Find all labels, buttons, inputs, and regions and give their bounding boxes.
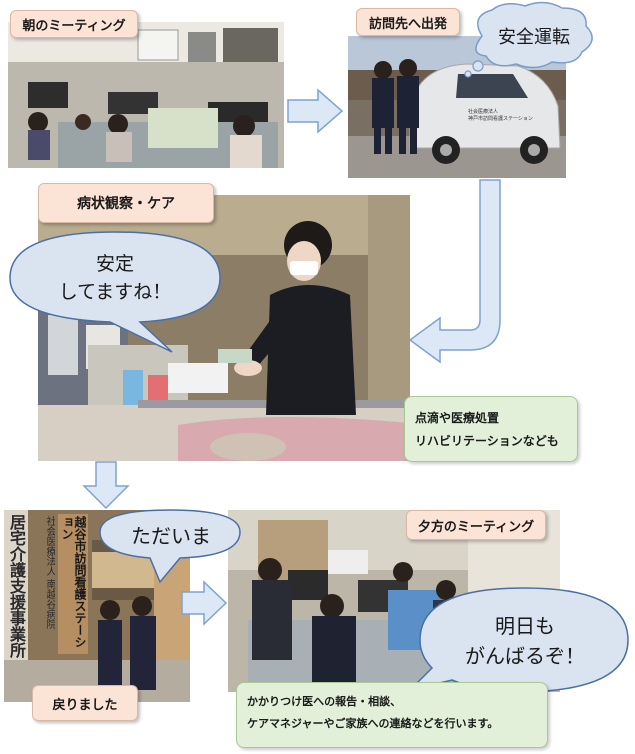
bubble-stable: 安定 してますね！ xyxy=(20,240,210,316)
evening-note-line2: ケアマネジャーやご家族への連絡などを行います。 xyxy=(247,717,499,730)
bubble-stable-line1: 安定 xyxy=(95,253,134,275)
bubble-home-text: ただいま xyxy=(131,523,211,548)
bubble-stable-line2: してますね！ xyxy=(58,281,172,303)
step-label-evening-meeting: 夕方のミーティング xyxy=(406,510,546,540)
car-door-text: 社会医療法人 神戸市訪問看護ステーション xyxy=(468,109,533,122)
arrow-right-1 xyxy=(287,88,344,134)
arrow-right-4 xyxy=(181,580,228,626)
sign-care-office-sub: 社会医療法人 南越谷病院 xyxy=(44,516,55,630)
sign-care-office: 居宅介護支援事業所 xyxy=(7,514,26,658)
bubble-tomorrow-line2: がんばるぞ！ xyxy=(465,644,585,668)
step-label-care: 病状観察・ケア xyxy=(38,183,214,223)
evening-note-line1: かかりつけ医への報告・相談、 xyxy=(247,695,402,708)
return-photo: 居宅介護支援事業所 社会医療法人 南越谷病院 越谷市訪問看護ステーション xyxy=(4,510,190,702)
evening-note: かかりつけ医への報告・相談、 ケアマネジャーやご家族への連絡などを行います。 xyxy=(236,682,548,748)
bubble-tomorrow: 明日も がんばるぞ！ xyxy=(440,600,610,682)
care-note: 点滴や医療処置 リハビリテーションなども xyxy=(404,396,578,462)
bubble-tomorrow-line1: 明日も xyxy=(495,614,555,638)
bubble-home-shape xyxy=(99,509,241,584)
morning-meeting-photo xyxy=(8,22,284,168)
step-label-morning-meeting: 朝のミーティング xyxy=(10,10,138,38)
bubble-safe-driving-shape xyxy=(475,1,593,69)
step-label-departure: 訪問先へ出発 xyxy=(356,8,460,36)
sign-nursing-station: 越谷市訪問看護ステーション xyxy=(60,516,86,648)
arrow-curve-2 xyxy=(408,179,501,364)
step-label-returned: 戻りました xyxy=(32,685,138,721)
arrow-down-3 xyxy=(82,461,130,510)
care-note-line1: 点滴や医療処置 xyxy=(415,411,500,425)
bubble-home: ただいま xyxy=(106,514,236,554)
care-note-line2: リハビリテーションなども xyxy=(415,433,559,448)
bubble-safe-driving-text: 安全運転 xyxy=(498,27,570,48)
bubble-safe-driving: 安全運転 xyxy=(484,14,584,58)
bubble-stable-shape xyxy=(9,231,221,353)
